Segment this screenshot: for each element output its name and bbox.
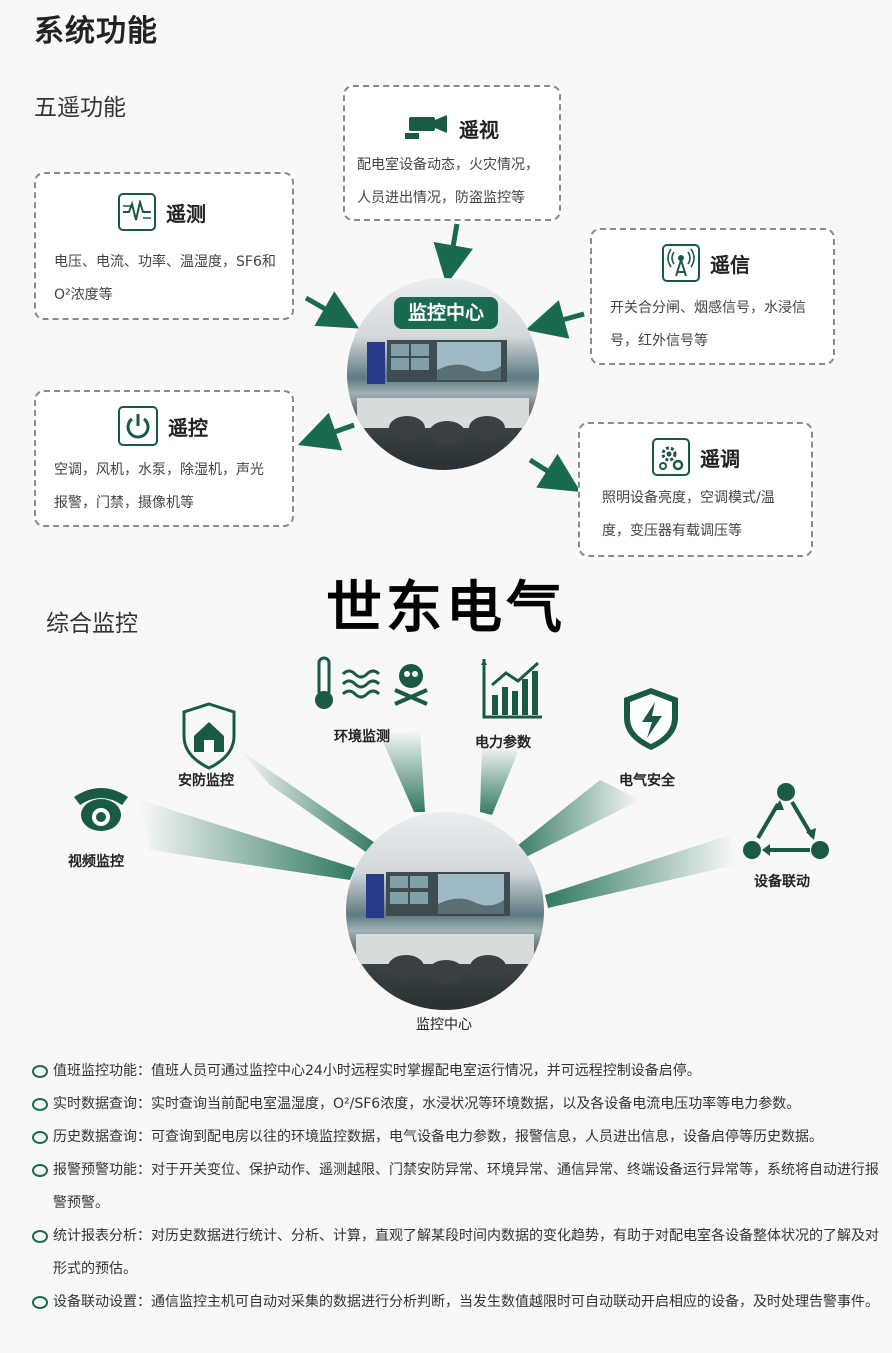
page-title: 系统功能 (34, 14, 158, 49)
list-item: 统计报表分析：对历史数据进行统计、分析、计算，直观了解某段时间内数据的变化趋势，… (32, 1220, 882, 1286)
circle-bullet-icon (32, 1230, 48, 1243)
card-title: 遥调 (700, 446, 740, 471)
category-video: 视频监控 (68, 854, 124, 870)
monitoring-center-photo-2 (346, 812, 544, 1010)
circle-bullet-icon (32, 1065, 48, 1078)
environment-icon (313, 656, 431, 716)
arrow-hub-to-control (297, 412, 355, 451)
list-item: 报警预警功能：对于开关变位、保护动作、遥测越限、门禁安防异常、环境异常、通信异常… (32, 1154, 882, 1220)
list-item: 历史数据查询：可查询到配电房以往的环境监控数据，电气设备电力参数，报警信息，人员… (32, 1121, 882, 1154)
card-remote-view: 遥视 配电室设备动态，火灾情况， 人员进出情况，防盗监控等 (343, 85, 561, 221)
card-text: 配电室设备动态，火灾情况， 人员进出情况，防盗监控等 (357, 157, 539, 206)
hub-label-2: 监控中心 (416, 1017, 472, 1033)
category-environment: 环境监测 (334, 729, 390, 745)
category-security: 安防监控 (178, 773, 234, 789)
linkage-cycle-icon (740, 780, 832, 870)
arrow-hub-to-adjust (528, 453, 581, 493)
section-title-integrated: 综合监控 (46, 611, 138, 637)
category-linkage: 设备联动 (754, 874, 810, 890)
card-remote-control: 遥控 空调，风机，水泵，除湿机，声光 报警，门禁，摄像机等 (34, 390, 294, 527)
card-text: 照明设备亮度，空调模式/温 度，变压器有载调压等 (602, 490, 775, 539)
arrow-measure-to-hub (304, 291, 360, 329)
lightning-shield-icon (620, 686, 682, 756)
power-chart-icon (478, 655, 544, 725)
feature-description-list: 值班监控功能：值班人员可通过监控中心24小时远程实时掌握配电室运行情况，并可远程… (32, 1055, 882, 1319)
list-item: 实时数据查询：实时查询当前配电室温湿度，O²/SF6浓度，水浸状况等环境数据，以… (32, 1088, 882, 1121)
watermark-text: 世东电气 (326, 576, 566, 641)
card-remote-signal: 遥信 开关合分闸、烟感信号，水浸信 号，红外信号等 (590, 228, 835, 365)
card-text: 电压、电流、功率、温湿度，SF6和 O²浓度等 (54, 254, 276, 303)
card-title: 遥视 (459, 117, 499, 142)
section-title-five-remote: 五遥功能 (34, 95, 126, 121)
light-rays (140, 730, 735, 908)
arrows-section1 (297, 223, 585, 493)
camera-icon (405, 111, 449, 145)
card-title: 遥控 (168, 415, 208, 440)
category-electrical-safety: 电气安全 (619, 773, 675, 789)
arrow-signal-to-hub (525, 300, 585, 339)
antenna-icon (662, 244, 700, 282)
category-power: 电力参数 (475, 735, 531, 751)
circle-bullet-icon (32, 1164, 48, 1177)
waveform-icon (118, 193, 156, 231)
circle-bullet-icon (32, 1098, 48, 1111)
surveillance-camera-icon (72, 785, 130, 839)
card-remote-measure: 遥测 电压、电流、功率、温湿度，SF6和 O²浓度等 (34, 172, 294, 320)
card-text: 空调，风机，水泵，除湿机，声光 报警，门禁，摄像机等 (54, 462, 264, 511)
card-text: 开关合分闸、烟感信号，水浸信 号，红外信号等 (610, 300, 806, 349)
card-title: 遥信 (710, 252, 750, 277)
list-item: 值班监控功能：值班人员可通过监控中心24小时远程实时掌握配电室运行情况，并可远程… (32, 1055, 882, 1088)
security-house-icon (180, 702, 238, 774)
circle-bullet-icon (32, 1296, 48, 1309)
circle-bullet-icon (32, 1131, 48, 1144)
card-remote-adjust: 遥调 照明设备亮度，空调模式/温 度，变压器有载调压等 (578, 422, 813, 557)
power-icon (118, 406, 158, 446)
gear-icon (652, 438, 690, 476)
list-item: 设备联动设置：通信监控主机可自动对采集的数据进行分析判断，当发生数值越限时可自动… (32, 1286, 882, 1319)
arrow-view-to-hub (433, 223, 473, 285)
hub-label: 监控中心 (394, 297, 498, 329)
card-title: 遥测 (166, 201, 206, 226)
